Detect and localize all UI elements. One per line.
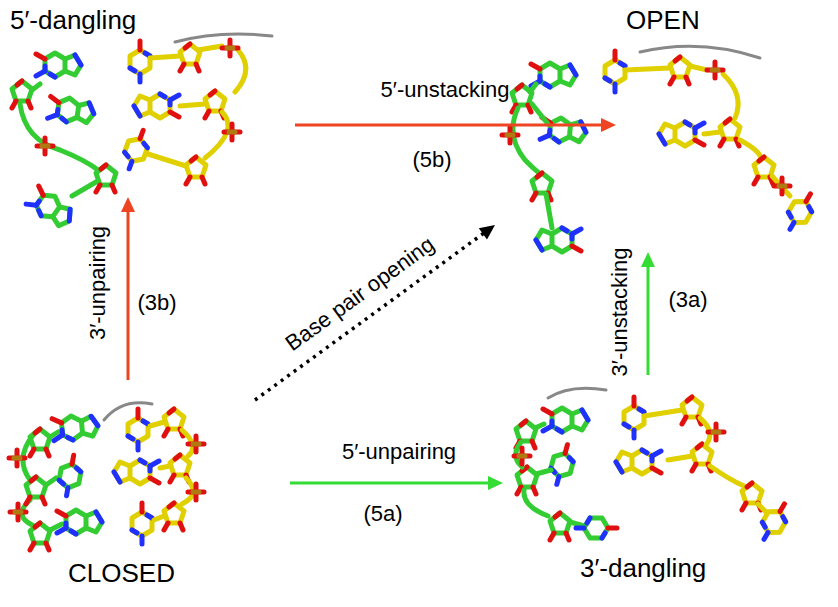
state-node: OPEN — [618, 2, 830, 250]
arrowhead — [479, 225, 495, 239]
arrowhead — [488, 476, 503, 490]
state-label: OPEN — [626, 5, 700, 35]
state-label: 3′-dangling — [580, 553, 706, 583]
arrowhead — [601, 118, 616, 132]
state-node: 3′-dangling — [495, 385, 795, 590]
transition-arrow — [647, 265, 650, 375]
transition-label: 3′-unstacking — [607, 248, 633, 377]
five-dangling-molecule — [12, 34, 272, 231]
closed-molecule — [9, 403, 204, 550]
open-molecule — [502, 46, 819, 252]
transition-label: 5′-unstacking — [381, 77, 510, 103]
three-dangling-molecule — [514, 388, 793, 544]
transition-label: 5′-unpairing — [342, 439, 456, 465]
step-number: (5b) — [412, 147, 451, 173]
state-label: 5′-dangling — [10, 5, 136, 35]
transition-label: 3′-unpairing — [85, 226, 111, 340]
state-node: 5′-dangling — [5, 2, 285, 192]
transition-arrow — [295, 124, 603, 127]
transition-arrow — [255, 233, 484, 400]
step-number: (3b) — [137, 290, 176, 316]
state-node: CLOSED — [5, 395, 205, 600]
step-number: (5a) — [363, 501, 402, 527]
step-number: (3a) — [668, 287, 707, 313]
arrowhead — [641, 252, 655, 267]
transition-label: Base pair opening — [278, 230, 442, 359]
arrowhead — [121, 197, 135, 212]
transition-arrow — [290, 482, 490, 485]
transition-arrow — [127, 210, 130, 380]
state-label: CLOSED — [68, 558, 175, 588]
